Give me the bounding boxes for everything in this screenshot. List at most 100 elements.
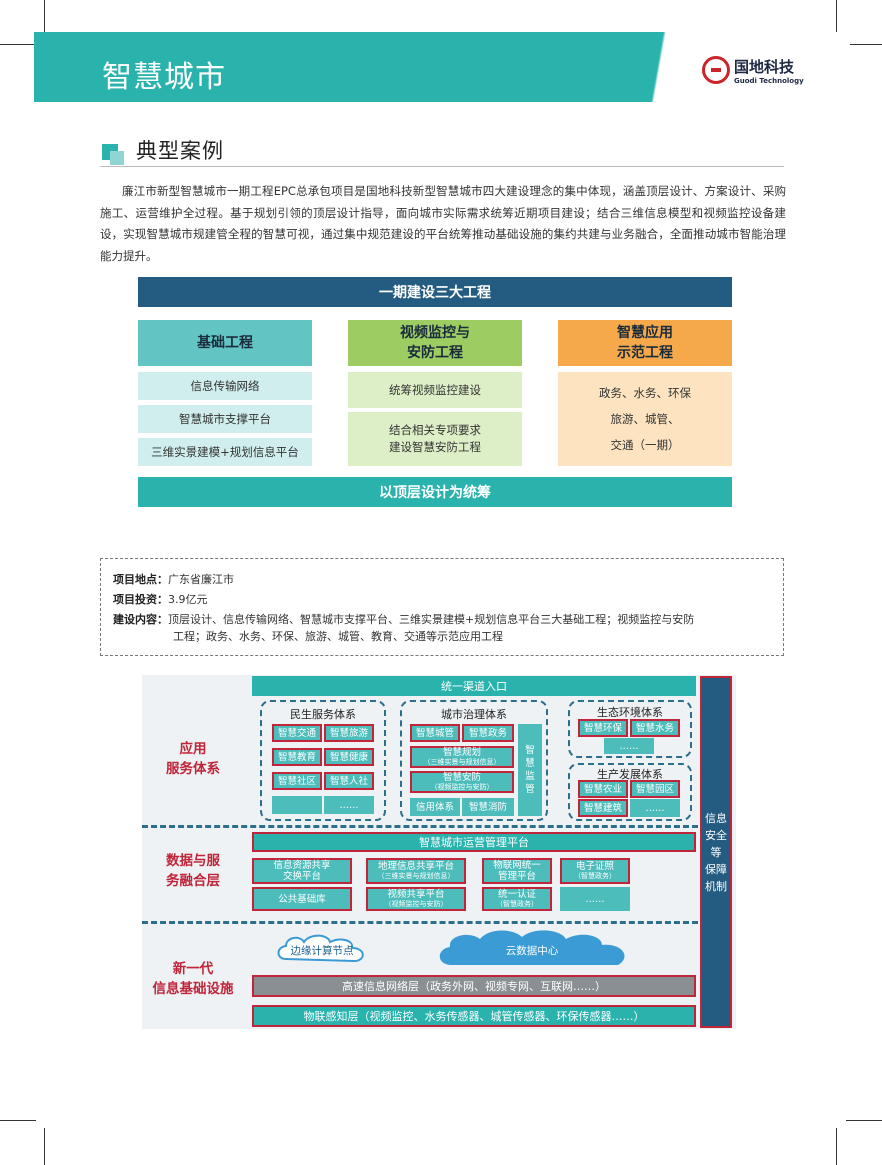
col3-head: 智慧应用示范工程 — [558, 320, 732, 366]
layer-label-app: 应用服务体系 — [148, 739, 238, 779]
crop-mark — [44, 0, 45, 36]
app-tile: …… — [630, 799, 680, 817]
crop-mark — [836, 0, 837, 36]
side-label: 等 — [710, 845, 722, 859]
logo-subtext: Guodi Technology — [734, 77, 804, 85]
project-info-box: 项目地点：广东省廉江市 项目投资：3.9亿元 建设内容：顶层设计、信息传输网络、… — [100, 558, 784, 656]
app-tile: …… — [324, 796, 374, 814]
app-tile: …… — [604, 738, 654, 754]
iot-layer-bar: 物联感知层（视频监控、水务传感器、城管传感器、环保传感器……） — [252, 1005, 696, 1027]
app-tile: 智慧人社 — [324, 772, 374, 790]
col3-line: 交通（一期） — [610, 438, 680, 452]
data-tile: 公共基础库 — [252, 887, 352, 911]
col3-head-l2: 示范工程 — [617, 345, 673, 361]
crop-mark — [846, 44, 882, 45]
app-tile: 智慧水务 — [630, 719, 680, 737]
data-tile: 地理信息共享平台（三维实景与规划信息） — [366, 858, 466, 884]
app-tile-sub: （视频监控与安防） — [430, 783, 494, 791]
group-title: 民生服务体系 — [290, 708, 356, 721]
side-label: 安全 — [705, 828, 727, 842]
crop-mark — [44, 1128, 45, 1165]
app-tile: 智慧环保 — [578, 719, 628, 737]
col1-item: 信息传输网络 — [138, 372, 312, 400]
group-livelihood — [260, 700, 386, 821]
cloud-datacenter-icon — [439, 930, 625, 965]
app-tile-sub: （三维实景与规划信息） — [423, 758, 501, 766]
data-tile-sub: （智慧政务） — [574, 872, 616, 880]
app-tile: 智慧教育 — [272, 748, 322, 766]
logo-text: 国地科技 — [734, 58, 795, 76]
app-tile: 智慧建筑 — [578, 799, 628, 817]
data-tile-label: 视频共享平台 — [387, 889, 445, 900]
data-tile-label: 信息资源共享 — [273, 860, 331, 871]
col2-head-l1: 视频监控与 — [400, 325, 470, 341]
invest-value: 3.9亿元 — [168, 593, 208, 606]
layer-label-data: 数据与服务融合层 — [148, 851, 238, 891]
data-tile-label: 地理信息共享平台 — [377, 861, 454, 872]
col1-head: 基础工程 — [138, 320, 312, 366]
location-key: 项目地点： — [113, 573, 168, 586]
col2-item2-l2: 建设智慧安防工程 — [389, 440, 481, 454]
crop-mark — [0, 44, 36, 45]
col3-item: 政务、水务、环保旅游、城管、交通（一期） — [558, 372, 732, 466]
intro-paragraph: 廉江市新型智慧城市一期工程EPC总承包项目是国地科技新型智慧城市四大建设理念的集… — [100, 184, 786, 263]
group-production — [568, 763, 692, 821]
diagram1-bottom-bar: 以顶层设计为统筹 — [138, 477, 732, 507]
network-layer-bar: 高速信息网络层（政务外网、视频专网、互联网……） — [252, 975, 696, 997]
layer-label-l2: 信息基础设施 — [152, 981, 234, 997]
app-tile: 智慧农业 — [578, 780, 628, 798]
layer-label-l1: 新一代 — [172, 961, 214, 977]
app-tile: 智慧交通 — [272, 724, 322, 742]
side-label: 保障 — [705, 862, 727, 876]
app-tile-vertical: 智慧监管 — [518, 724, 542, 816]
data-tile: …… — [560, 887, 630, 911]
app-tile: 智慧安防（视频监控与安防） — [410, 771, 514, 793]
layer-label-l1: 数据与服 — [166, 853, 220, 869]
data-tile: 物联网统一管理平台 — [482, 858, 552, 884]
data-tile: 电子证照（智慧政务） — [560, 858, 630, 884]
col2-head-l2: 安防工程 — [407, 345, 463, 361]
ops-platform-bar: 智慧城市运营管理平台 — [252, 832, 696, 852]
crop-mark — [846, 1120, 882, 1121]
content-value-cont: 工程；政务、水务、环保、旅游、城管、教育、交通等示范应用工程 — [173, 630, 503, 643]
layer-label-infra: 新一代信息基础设施 — [148, 959, 238, 999]
layer-divider — [142, 921, 698, 924]
app-tile-label: 智慧安防 — [442, 772, 481, 783]
content-value: 顶层设计、信息传输网络、智慧城市支撑平台、三维实景建模+规划信息平台三大基础工程… — [168, 613, 695, 626]
side-label: 机制 — [705, 879, 727, 893]
data-tile-label: 统一认证 — [497, 889, 536, 900]
col3-head-l1: 智慧应用 — [617, 325, 673, 341]
app-tile: 智慧旅游 — [324, 724, 374, 742]
data-tile-label: 交换平台 — [282, 871, 321, 882]
data-tile-sub: （三维实景与规划信息） — [377, 872, 455, 880]
page-title: 智慧城市 — [102, 60, 226, 95]
data-tile-sub: （智慧政务） — [496, 900, 538, 908]
architecture-diagram: 应用服务体系 数据与服务融合层 新一代信息基础设施 统一渠道入口 民生服务体系 … — [142, 675, 736, 1029]
app-tile: 信用体系 — [410, 798, 460, 816]
cloud-datacenter-label: 云数据中心 — [505, 945, 559, 957]
app-tile-label: 智慧规划 — [442, 747, 481, 758]
col3-line: 政务、水务、环保 — [599, 386, 691, 400]
data-tile-sub: （视频监控与安防） — [384, 900, 448, 908]
col2-head: 视频监控与安防工程 — [348, 320, 522, 366]
edge-node-label: 边缘计算节点 — [290, 945, 354, 957]
data-tile-label: 物联网统一 — [493, 860, 541, 871]
app-tile — [272, 796, 322, 814]
section-divider — [100, 166, 784, 167]
invest-key: 项目投资： — [113, 593, 168, 606]
data-tile-label: 电子证照 — [575, 861, 614, 872]
data-tile: 信息资源共享交换平台 — [252, 858, 352, 884]
app-tile: 智慧社区 — [272, 772, 322, 790]
app-tile: 智慧园区 — [630, 780, 680, 798]
layer-label-l2: 务融合层 — [166, 873, 220, 889]
section-title: 典型案例 — [136, 139, 224, 163]
col2-item: 结合相关专项要求建设智慧安防工程 — [348, 412, 522, 466]
data-tile: 统一认证（智慧政务） — [482, 887, 552, 911]
app-tile: 智慧规划（三维实景与规划信息） — [410, 746, 514, 768]
app-tile: 智慧政务 — [462, 724, 514, 742]
col2-item2-l1: 结合相关专项要求 — [389, 423, 481, 437]
diagram1-top-bar: 一期建设三大工程 — [138, 277, 732, 307]
group-ecology — [568, 700, 692, 758]
logo-icon — [702, 56, 730, 84]
group-governance — [400, 700, 548, 821]
